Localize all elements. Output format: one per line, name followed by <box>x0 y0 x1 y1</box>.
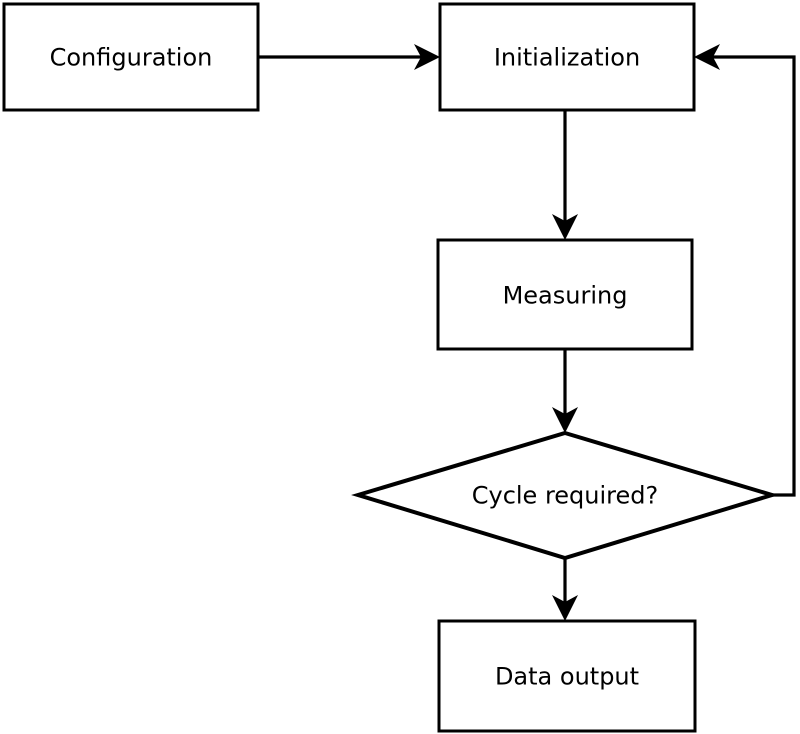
edge-cycle-required-to-data-output <box>552 558 578 621</box>
arrowhead-down-icon <box>552 407 578 433</box>
node-configuration-box <box>2 2 260 112</box>
arrowhead-down-icon <box>552 214 578 240</box>
node-configuration: Configuration <box>2 2 260 112</box>
node-measuring: Measuring <box>436 238 694 351</box>
edge-measuring-to-cycle-required <box>552 349 578 433</box>
node-cycle-required-label: Cycle required? <box>472 481 659 509</box>
node-configuration-label: Configuration <box>50 43 213 71</box>
edge-cycle-required-to-initialization-loop <box>694 44 796 497</box>
arrowhead-right-icon <box>414 44 440 70</box>
node-initialization-box <box>438 2 696 112</box>
edge-initialization-to-measuring <box>552 110 578 240</box>
arrowhead-down-icon <box>552 595 578 621</box>
node-data-output-box <box>437 619 697 733</box>
arrowhead-left-icon <box>694 44 720 70</box>
edge-configuration-to-initialization <box>258 44 440 70</box>
node-initialization-label: Initialization <box>494 43 640 71</box>
edge-shaft <box>712 55 796 497</box>
node-cycle-required: Cycle required? <box>351 430 779 561</box>
node-cycle-required-diamond <box>351 430 779 561</box>
node-measuring-box <box>436 238 694 351</box>
node-measuring-label: Measuring <box>503 281 628 309</box>
node-initialization: Initialization <box>438 2 696 112</box>
node-data-output: Data output <box>437 619 697 733</box>
node-data-output-label: Data output <box>495 662 639 690</box>
